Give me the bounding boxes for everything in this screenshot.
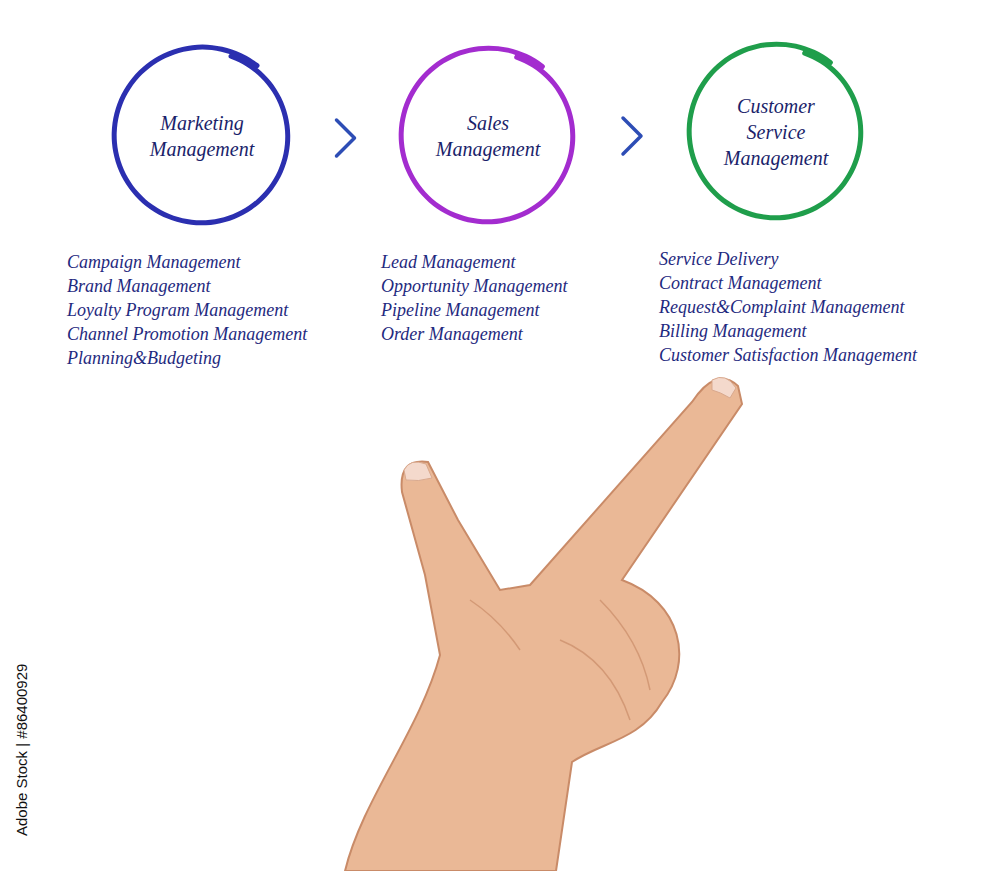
activity-item: Brand Management [67, 274, 307, 298]
activity-item: Planning&Budgeting [67, 346, 307, 370]
activity-list: Service DeliveryContract ManagementReque… [659, 247, 917, 367]
hand-shape [345, 379, 742, 871]
circle-stroke [689, 44, 861, 218]
flow-chevron [623, 118, 641, 154]
flow-chevron [337, 120, 355, 156]
activity-item: Contract Management [659, 271, 917, 295]
circle-outline [114, 48, 290, 224]
activity-list: Lead ManagementOpportunity ManagementPip… [381, 250, 567, 346]
activity-item: Service Delivery [659, 247, 917, 271]
stage-circle: Customer Service ManagementService Deliv… [689, 45, 863, 219]
activity-item: Customer Satisfaction Management [659, 343, 917, 367]
stage-title: Customer Service Management [714, 93, 839, 171]
stage-circle: Marketing ManagementCampaign ManagementB… [114, 48, 290, 224]
stage-title: Marketing Management [127, 110, 277, 162]
finger-nail [712, 377, 736, 398]
activity-item: Channel Promotion Management [67, 322, 307, 346]
stock-watermark: Adobe Stock | #86400929 [13, 664, 30, 836]
knuckle-crease [470, 600, 650, 720]
activity-list: Campaign ManagementBrand ManagementLoyal… [67, 250, 307, 370]
thumb-nail [404, 462, 432, 481]
activity-item: Lead Management [381, 250, 567, 274]
activity-item: Opportunity Management [381, 274, 567, 298]
activity-item: Campaign Management [67, 250, 307, 274]
activity-item: Pipeline Management [381, 298, 567, 322]
stage-title: Sales Management [413, 110, 563, 162]
circle-stroke [114, 47, 288, 223]
circle-outline [401, 49, 575, 223]
activity-item: Order Management [381, 322, 567, 346]
activity-item: Loyalty Program Management [67, 298, 307, 322]
stage-circle: Sales ManagementLead ManagementOpportuni… [401, 49, 575, 223]
activity-item: Request&Complaint Management [659, 295, 917, 319]
activity-item: Billing Management [659, 319, 917, 343]
circle-stroke [401, 48, 573, 222]
